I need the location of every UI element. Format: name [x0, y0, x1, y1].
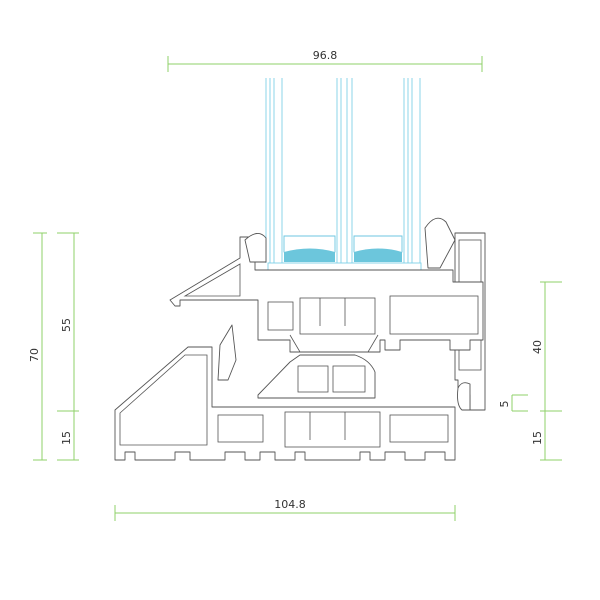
dimension-label: 55	[60, 318, 73, 332]
dimension-total-height: 70	[28, 232, 47, 461]
dimension-label: 40	[531, 340, 544, 354]
dimension-label: 96.8	[313, 49, 338, 62]
dimension-frame-width: 104.8	[114, 498, 456, 521]
triple-glazing	[265, 78, 422, 273]
dimension-glass-width: 96.8	[167, 49, 483, 72]
dimension-right: 40 15 5	[498, 281, 562, 461]
dimension-label: 15	[60, 431, 73, 445]
dimension-label: 104.8	[274, 498, 306, 511]
dimension-upper-height: 55 15	[57, 232, 79, 461]
dimension-label: 15	[531, 431, 544, 445]
dimension-label: 70	[28, 348, 41, 362]
dimension-label: 5	[498, 401, 511, 408]
sash-profile	[169, 217, 484, 353]
